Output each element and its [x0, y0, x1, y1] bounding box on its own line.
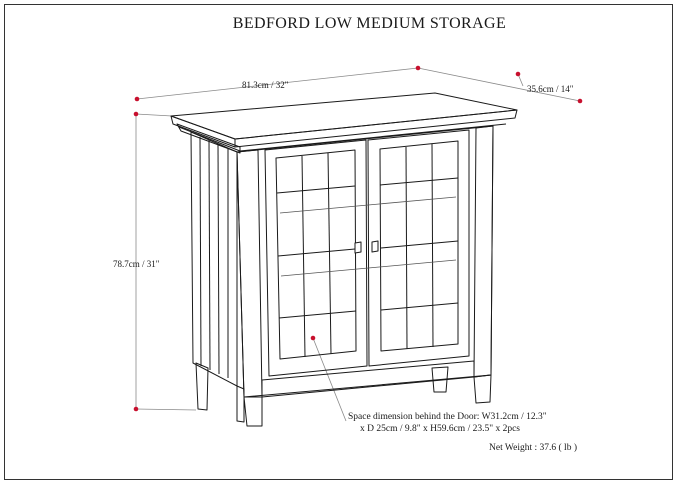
rear-right-leg	[473, 374, 492, 404]
height-dimension-label: 78.7cm / 31"	[113, 259, 160, 269]
left-door	[264, 139, 368, 377]
left-door-muntin-h	[276, 185, 356, 194]
right-door-muntin-h	[380, 302, 459, 311]
left-side-panel	[190, 131, 238, 387]
right-door-muntin-h	[379, 177, 459, 186]
width-right-dot	[415, 65, 421, 71]
left-door-muntin-v	[327, 152, 332, 355]
page-title: BEDFORD LOW MEDIUM STORAGE	[232, 15, 507, 32]
depth-dimension-label: 35.6cm / 14"	[527, 84, 574, 94]
left-door-frame	[264, 139, 368, 377]
left-door-muntin-v	[301, 155, 306, 358]
left-door-handle	[354, 241, 362, 254]
top-molding-front	[176, 123, 241, 154]
left-side-slat	[199, 136, 202, 367]
shelf-line	[279, 196, 457, 214]
interior-shelves	[279, 196, 457, 277]
cabinet-top	[170, 92, 518, 154]
top-molding-line	[178, 126, 241, 152]
shelf-line	[280, 259, 457, 277]
space-note-line2: x D 25cm / 9.8" x H59.6cm / 23.5" x 2pcs	[360, 424, 521, 434]
right-door-muntin-h	[380, 240, 459, 249]
depth-mid-dot	[515, 71, 521, 77]
callout-dot	[310, 335, 316, 341]
space-note-line1: Space dimension behind the Door: W31.2cm…	[348, 412, 547, 422]
height-bottom-extension	[135, 408, 197, 411]
width-left-dot	[134, 96, 140, 102]
right-door-handle	[371, 240, 379, 253]
page-border	[4, 4, 673, 480]
front-right-stile	[473, 125, 494, 378]
top-surface	[170, 92, 518, 140]
front-left-leg	[243, 396, 263, 427]
right-door-frame	[367, 129, 470, 367]
right-door	[367, 129, 470, 367]
right-door-glass	[379, 140, 459, 352]
depth-right-dot	[577, 98, 583, 104]
left-door-muntin-h	[278, 310, 357, 319]
width-dimension-line	[136, 67, 419, 100]
height-bottom-dot	[133, 406, 139, 412]
right-door-muntin-v	[405, 146, 408, 350]
left-front-leg-side	[236, 385, 245, 423]
front-right-leg	[431, 366, 449, 393]
callout-leader-line	[312, 337, 347, 422]
left-side-slat	[217, 143, 220, 375]
interior-space-note: Space dimension behind the Door: W31.2cm…	[348, 411, 547, 435]
dimension-dots	[133, 65, 583, 412]
front-frame	[236, 125, 494, 398]
cabinet-left-side	[190, 131, 245, 423]
height-top-extension	[135, 113, 173, 117]
cabinet-front	[236, 125, 494, 427]
front-left-stile	[236, 149, 263, 398]
right-door-muntin-v	[431, 143, 434, 348]
top-molding-line-right	[239, 123, 507, 152]
left-back-leg	[195, 362, 209, 411]
left-side-slat	[208, 139, 211, 371]
left-door-muntin-h	[277, 248, 356, 257]
width-dimension-label: 81.3cm / 32"	[242, 80, 289, 90]
top-right-edge	[234, 109, 518, 148]
height-top-dot	[133, 111, 139, 117]
left-door-glass	[275, 149, 357, 360]
net-weight-label: Net Weight : 37.6 ( lb )	[489, 443, 577, 453]
depth-dimension-line	[417, 67, 581, 102]
top-front-edge	[170, 115, 236, 148]
